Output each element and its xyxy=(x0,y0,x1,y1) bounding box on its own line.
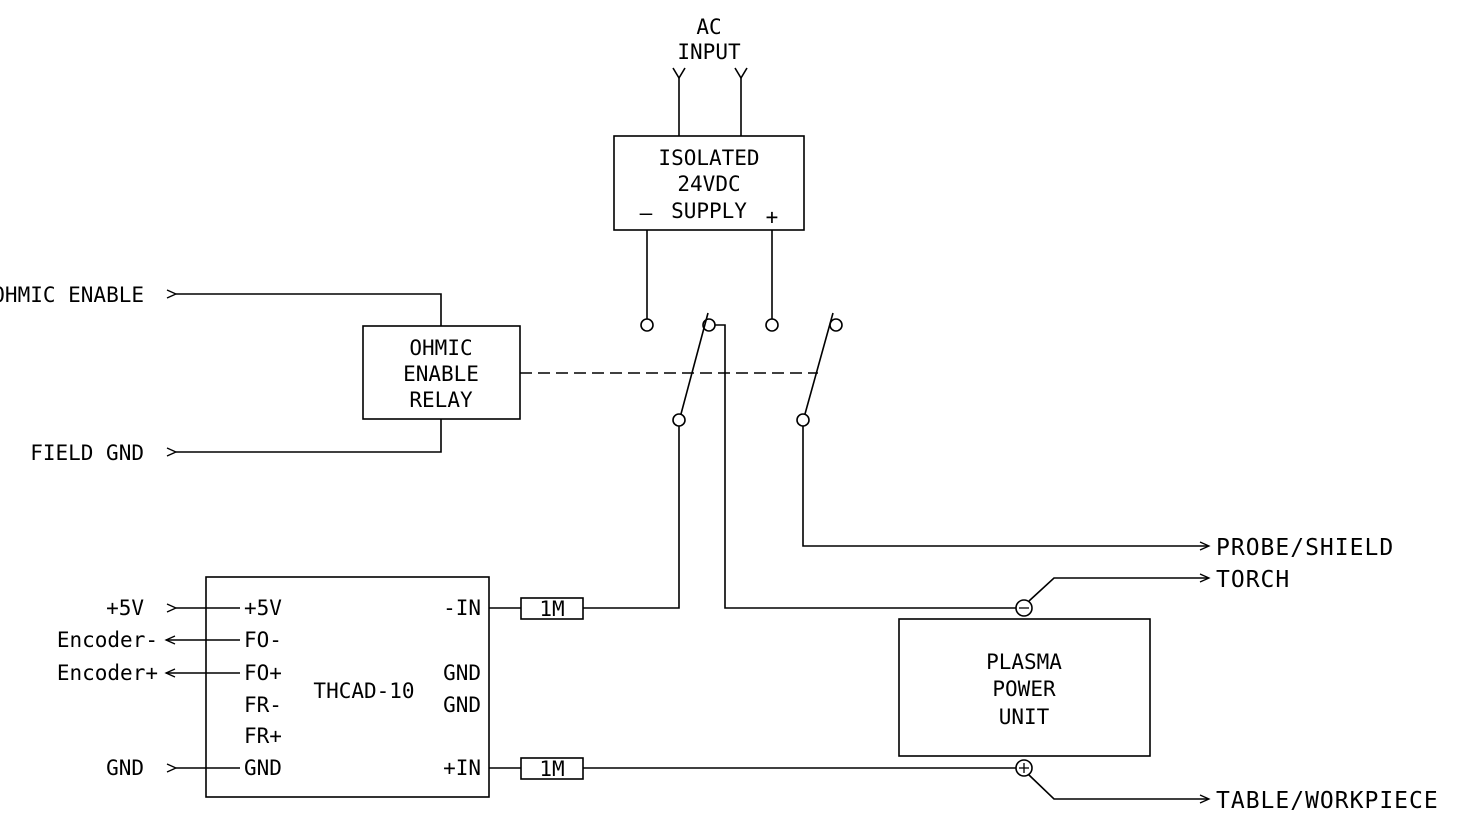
torch-label: TORCH xyxy=(1216,567,1290,593)
switch-blade-1 xyxy=(680,312,709,415)
supply-label-line3: SUPPLY xyxy=(671,199,747,223)
switch-blade-2 xyxy=(804,312,834,415)
relay-box xyxy=(362,325,521,420)
table-workpiece-arrow xyxy=(1199,794,1211,804)
supply-minus-symbol: – xyxy=(640,201,653,225)
supply-box xyxy=(613,135,805,231)
probe-shield-wire xyxy=(802,426,1208,547)
probe-shield-label: PROBE/SHIELD xyxy=(1216,535,1394,561)
resistor-top-value: 1M xyxy=(539,597,564,621)
contact-terminal-supply-minus xyxy=(640,318,654,332)
resistor-top: 1M xyxy=(489,597,584,621)
field-gnd-input-label: FIELD GND xyxy=(30,441,144,465)
isolated-24vdc-supply: ISOLATED 24VDC SUPPLY – + xyxy=(613,135,805,231)
ac-input-label-line2: INPUT xyxy=(677,40,741,64)
relay-contacts xyxy=(640,312,843,427)
contact-pivot-2 xyxy=(796,413,810,427)
thcad-box xyxy=(205,576,490,798)
supply-label-line2: 24VDC xyxy=(677,172,740,196)
torch-common-wire xyxy=(715,324,1016,609)
plasma-label-line2: POWER xyxy=(992,677,1056,701)
contact-terminal-open xyxy=(829,318,843,332)
thcad-10-module: THCAD-10 +5V FO- FO+ FR- FR+ GND -IN GND… xyxy=(205,576,490,798)
ext-plus5v-arrow xyxy=(166,603,178,613)
thcad-pin-fo-plus: FO+ xyxy=(244,661,282,685)
field-inputs: OHMIC ENABLE FIELD GND xyxy=(0,283,442,465)
relay-label-line3: RELAY xyxy=(409,388,473,412)
field-gnd-wire xyxy=(176,419,442,453)
thcad-pin-plus5v: +5V xyxy=(244,596,282,620)
relay-label-line1: OHMIC xyxy=(409,336,472,360)
outputs: PROBE/SHIELD TORCH TABLE/WORKPIECE xyxy=(802,426,1439,814)
resistor-bottom: 1M xyxy=(489,757,584,781)
ohmic-enable-input-arrow xyxy=(166,289,178,299)
table-workpiece-label: TABLE/WORKPIECE xyxy=(1216,788,1439,814)
plasma-label-line1: PLASMA xyxy=(986,650,1062,674)
ext-encoder-plus-label: Encoder+ xyxy=(57,661,158,685)
plasma-box xyxy=(898,618,1151,757)
minus-in-to-contact-wire xyxy=(583,426,680,609)
thcad-pin-gnd-left: GND xyxy=(244,756,282,780)
probe-shield-arrow xyxy=(1199,541,1211,551)
thcad-name: THCAD-10 xyxy=(313,679,414,703)
torch-wire xyxy=(1028,577,1208,602)
plasma-power-unit: PLASMA POWER UNIT xyxy=(898,599,1151,777)
thcad-external-connections: +5V Encoder- Encoder+ GND xyxy=(57,596,240,780)
thcad-pin-plus-in: +IN xyxy=(443,756,481,780)
ac-input-label-line1: AC xyxy=(696,15,721,39)
relay-label-line2: ENABLE xyxy=(403,362,479,386)
thcad-pin-fo-minus: FO- xyxy=(244,628,282,652)
torch-arrow xyxy=(1199,573,1211,583)
ohmic-enable-relay: OHMIC ENABLE RELAY xyxy=(362,325,521,420)
thcad-pin-fr-plus: FR+ xyxy=(244,724,282,748)
ac-input: AC INPUT xyxy=(672,15,748,136)
resistor-bottom-value: 1M xyxy=(539,757,564,781)
table-workpiece-wire xyxy=(1028,774,1208,800)
supply-label-line1: ISOLATED xyxy=(658,146,759,170)
ext-encoder-minus-label: Encoder- xyxy=(57,628,158,652)
plasma-label-line3: UNIT xyxy=(999,705,1050,729)
thcad-pin-fr-minus: FR- xyxy=(244,693,282,717)
ext-gnd-arrow xyxy=(166,763,178,773)
contact-pivot-1 xyxy=(672,413,686,427)
ext-plus5v-label: +5V xyxy=(106,596,144,620)
ext-gnd-label: GND xyxy=(106,756,144,780)
ohmic-enable-wire xyxy=(176,293,442,326)
thcad-pin-gnd-right-1: GND xyxy=(443,661,481,685)
thcad-pin-gnd-right-2: GND xyxy=(443,693,481,717)
field-gnd-input-arrow xyxy=(166,447,178,457)
ac-input-arrow-left xyxy=(672,67,686,80)
ohmic-enable-input-label: OHMIC ENABLE xyxy=(0,283,144,307)
ac-input-arrow-right xyxy=(734,67,748,80)
contact-terminal-supply-plus xyxy=(765,318,779,332)
supply-plus-symbol: + xyxy=(766,205,779,229)
thcad-pin-minus-in: -IN xyxy=(443,596,481,620)
